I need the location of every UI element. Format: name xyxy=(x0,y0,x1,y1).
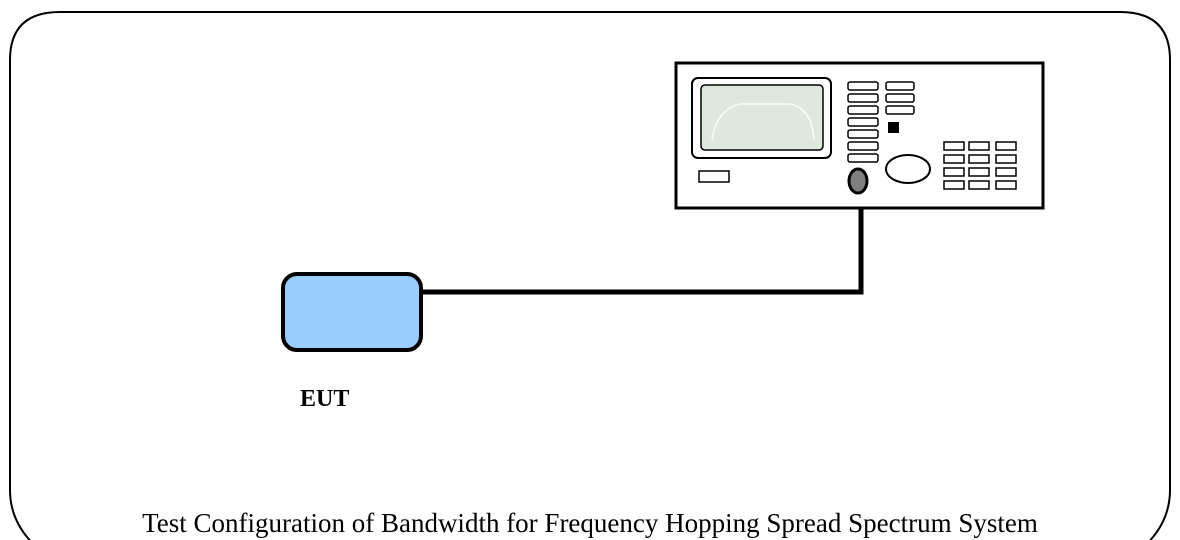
spectrum-analyzer xyxy=(674,61,1045,210)
softkeys-left-column xyxy=(847,81,879,163)
keypad-key xyxy=(943,180,965,190)
softkey xyxy=(847,141,879,151)
softkey xyxy=(847,93,879,103)
keypad-key xyxy=(968,141,990,151)
analyzer-slot xyxy=(698,170,730,183)
keypad-key xyxy=(995,180,1017,190)
eut-label: EUT xyxy=(300,386,350,412)
outer-frame xyxy=(9,11,1171,540)
eut-box xyxy=(281,272,423,352)
keypad-key xyxy=(968,180,990,190)
screen-trace xyxy=(711,103,815,141)
rf-input-connector xyxy=(847,167,869,195)
softkey xyxy=(885,81,915,91)
keypad-key xyxy=(968,154,990,164)
keypad-key xyxy=(995,141,1017,151)
keypad-key xyxy=(943,154,965,164)
diagram-caption: Test Configuration of Bandwidth for Freq… xyxy=(142,508,1038,538)
softkeys-right-column xyxy=(885,81,915,133)
softkey xyxy=(847,81,879,91)
keypad-key xyxy=(943,167,965,177)
keypad-key xyxy=(968,167,990,177)
tuning-knob xyxy=(885,154,931,184)
indicator-square xyxy=(888,122,899,133)
softkey xyxy=(847,105,879,115)
keypad-key xyxy=(995,167,1017,177)
keypad xyxy=(943,141,1017,190)
keypad-key xyxy=(995,154,1017,164)
softkey xyxy=(847,153,879,163)
softkey xyxy=(847,117,879,127)
softkey xyxy=(885,93,915,103)
keypad-key xyxy=(943,141,965,151)
analyzer-screen xyxy=(700,84,824,151)
softkey xyxy=(847,129,879,139)
rf-cable xyxy=(421,186,864,295)
softkey xyxy=(885,105,915,115)
